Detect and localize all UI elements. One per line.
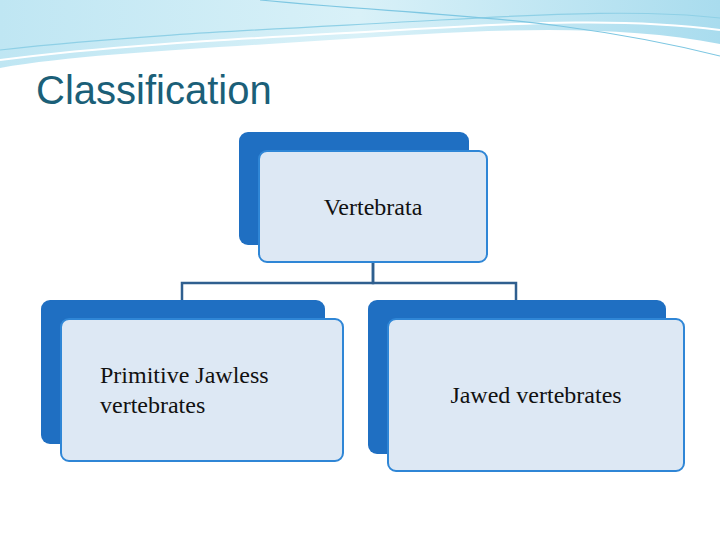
swoosh-line [260,0,720,56]
class-box: Jawed vertebrates [387,318,685,472]
node-label: Primitive Jawless vertebrates [100,360,304,420]
swoosh-line [0,22,720,60]
tree-connector [182,263,373,318]
swoosh-line [0,13,720,50]
class-box: Vertebrata [258,150,488,263]
node-label: Jawed vertebrates [450,380,621,410]
node-label: Vertebrata [324,192,423,222]
tree-connector [373,263,516,318]
class-box: Primitive Jawless vertebrates [60,318,344,462]
slide-title: Classification [36,68,272,112]
swoosh-band [0,0,720,68]
